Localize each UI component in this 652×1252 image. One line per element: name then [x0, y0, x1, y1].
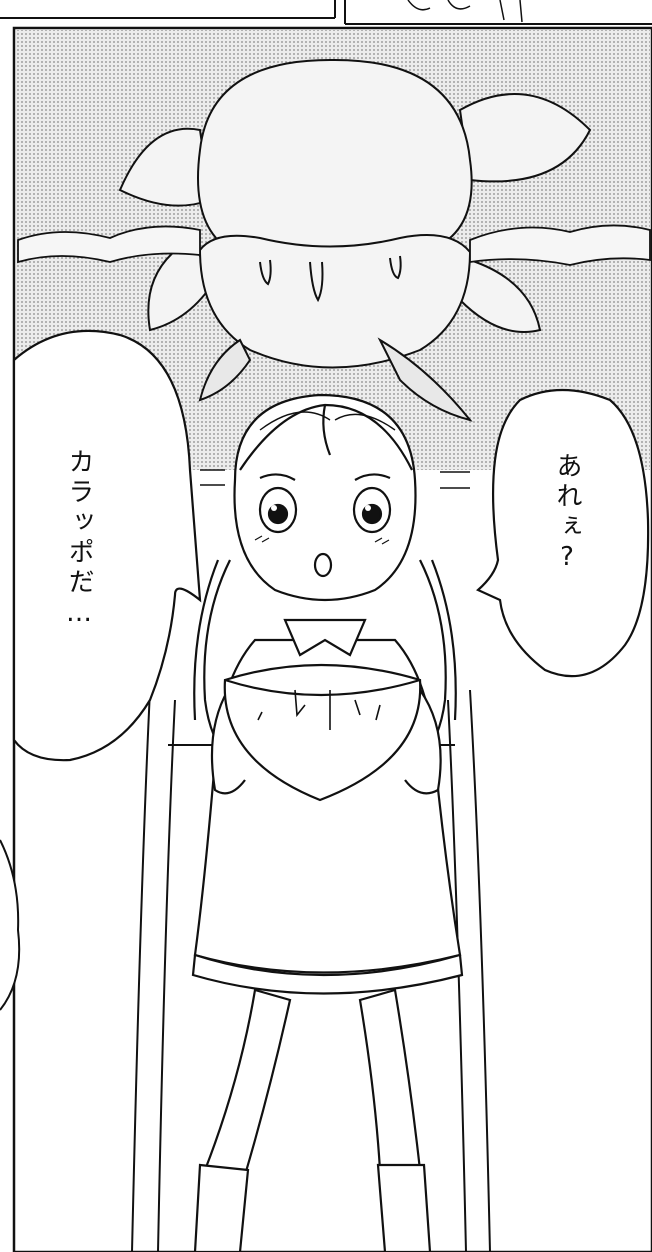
wall-lines [200, 469, 470, 489]
cloud-band [17, 224, 651, 266]
girl-figure [191, 393, 464, 1252]
flower-creature [118, 58, 592, 422]
speech-bubble-right [475, 388, 650, 678]
dialogue-right-text: あれぇ? [552, 452, 582, 576]
edge-bubble-fragment [0, 839, 21, 1011]
speech-bubble-left [12, 329, 202, 762]
dialogue-left-text: カラッポだ… [64, 448, 94, 632]
top-panel-strip [0, 0, 652, 25]
